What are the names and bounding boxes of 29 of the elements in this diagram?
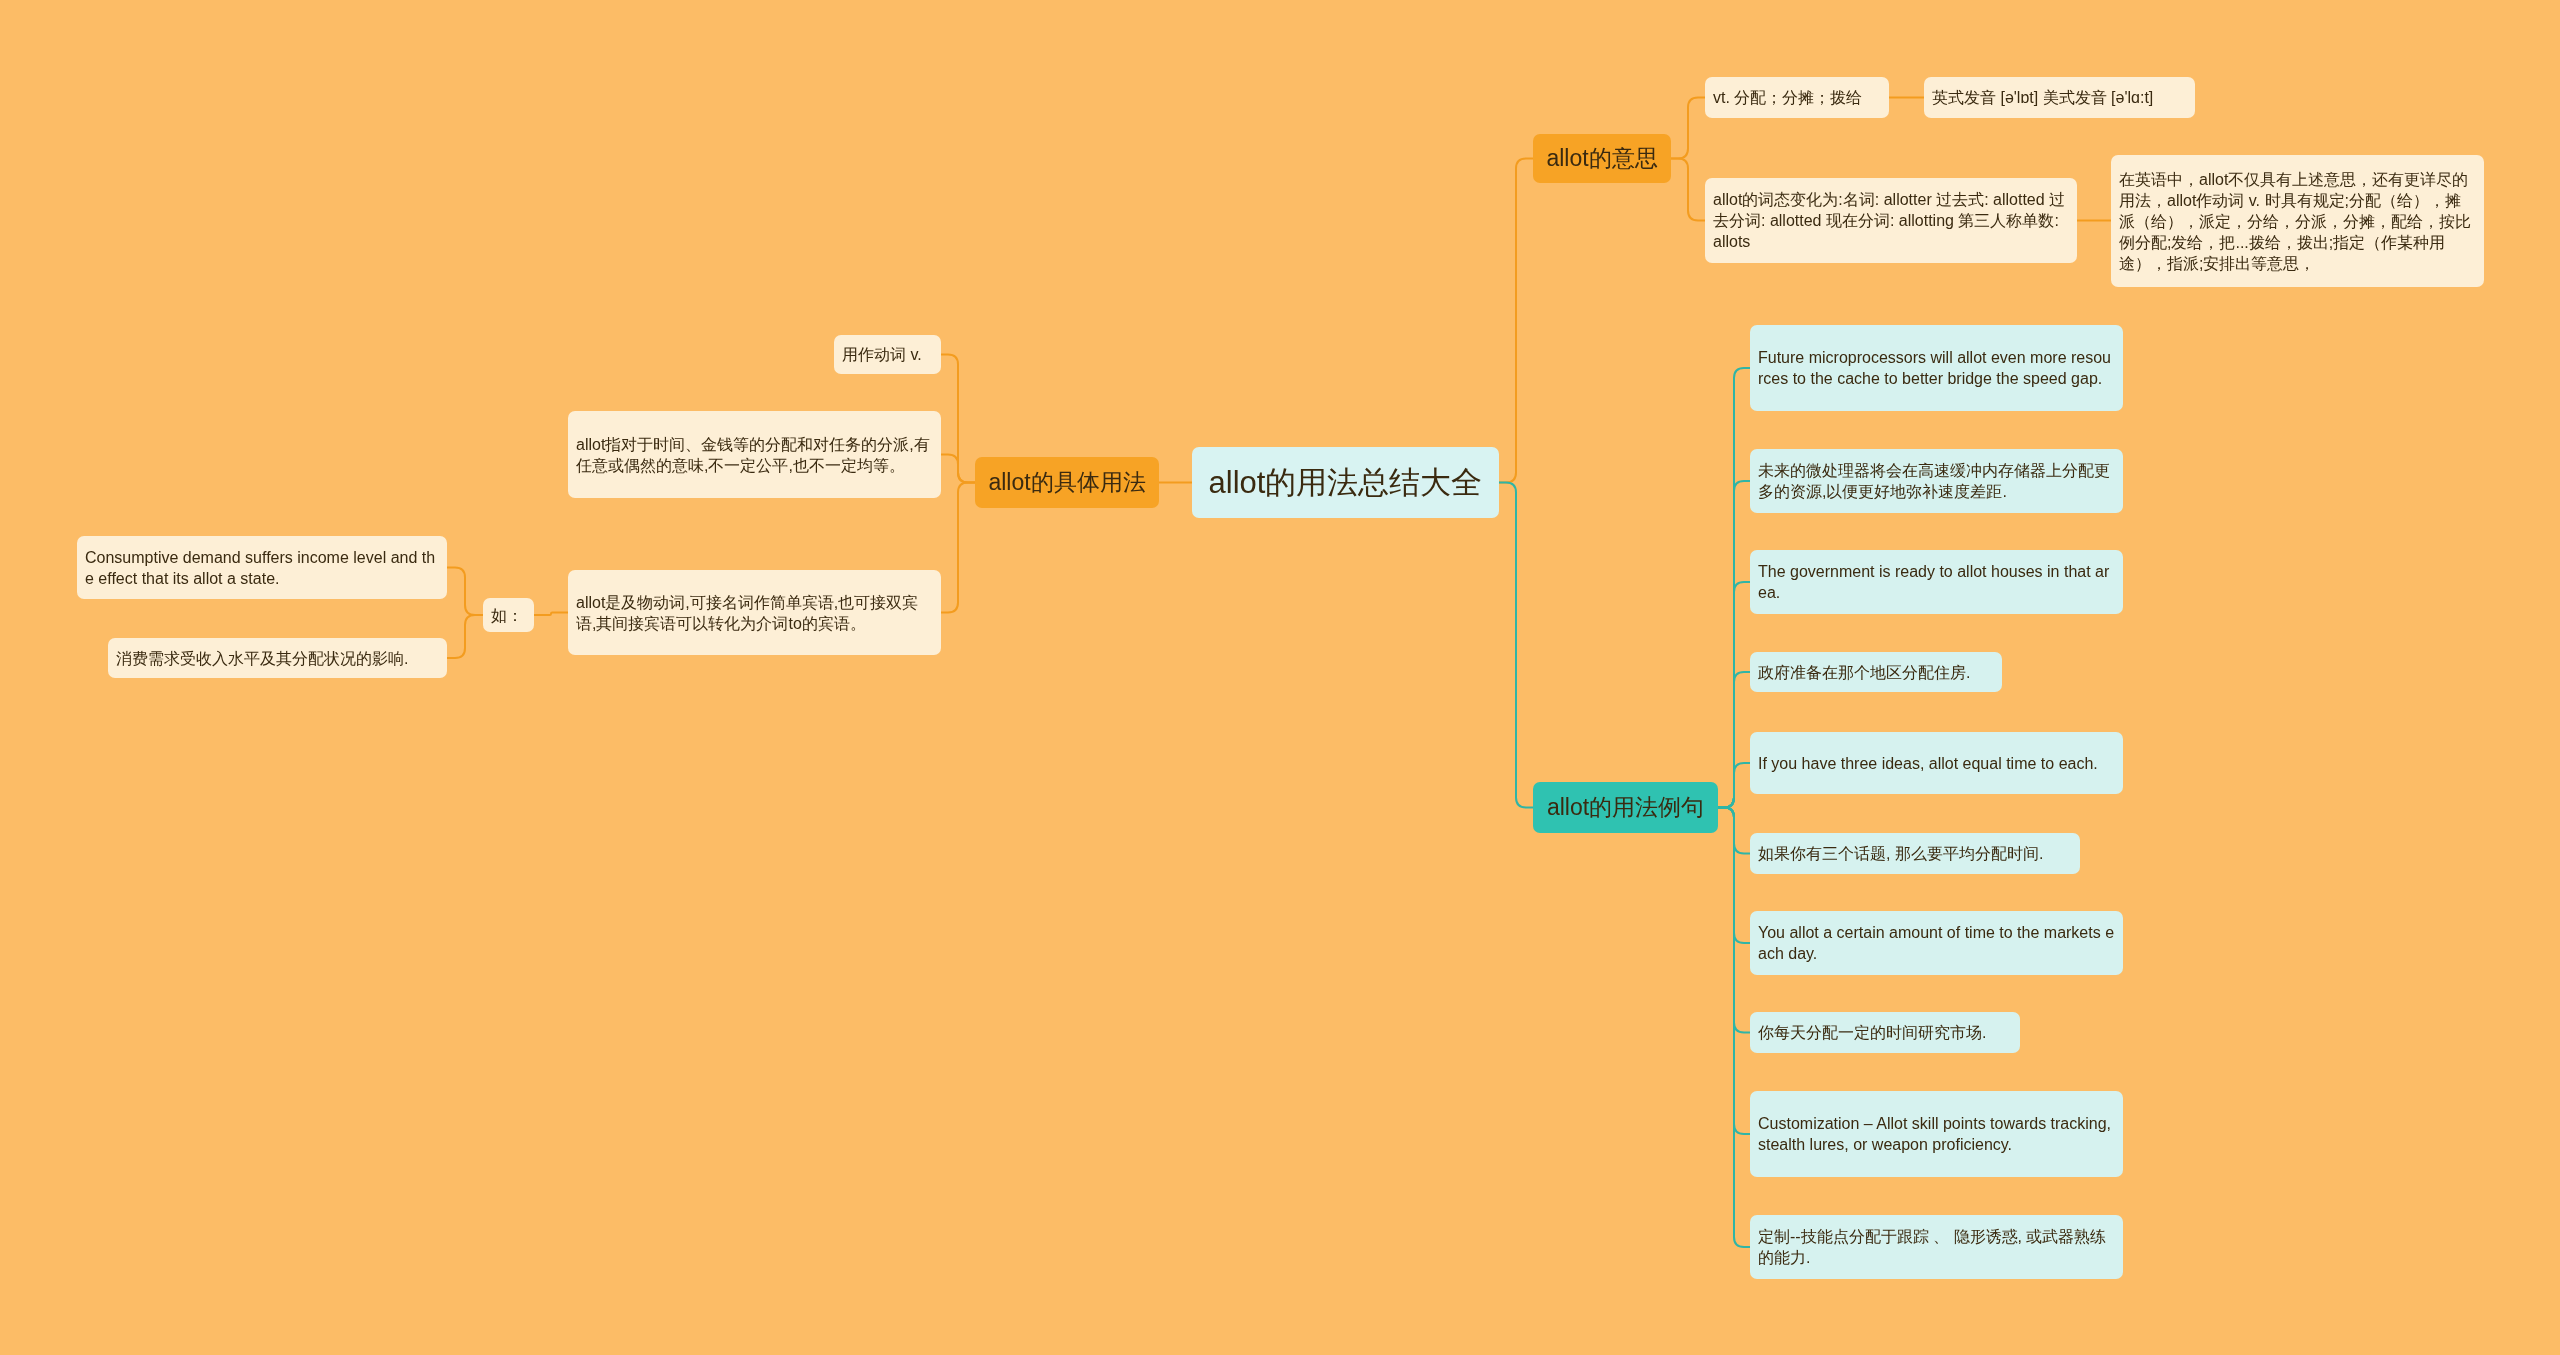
example-box: 未来的微处理器将会在高速缓冲内存储器上分配更多的资源,以便更好地弥补速度差距. xyxy=(1750,449,2123,513)
example-box: Customization – Allot skill points towards tracking, stealth lures, or weapon proficiency. xyxy=(1750,1091,2123,1177)
subtopic-box: allot是及物动词,可接名词作简单宾语,也可接双宾语,其间接宾语可以转化为介词to的宾语。 xyxy=(568,570,941,655)
example-box: The government is ready to allot houses in that area. xyxy=(1750,550,2123,614)
branch-topic: allot的用法例句 xyxy=(1533,782,1718,833)
connector xyxy=(1158,481,1193,484)
connector xyxy=(446,614,484,659)
subtopic-box: vt. 分配；分摊；拨给 xyxy=(1705,77,1889,118)
subtopic-box: 如： xyxy=(483,598,534,632)
branch-topic: allot的具体用法 xyxy=(975,457,1159,508)
example-box: 如果你有三个话题, 那么要平均分配时间. xyxy=(1750,833,2080,874)
example-box: If you have three ideas, allot equal time to each. xyxy=(1750,732,2123,794)
branch-topic: allot的意思 xyxy=(1533,134,1671,183)
subtopic-box: allot的词态变化为:名词: allotter 过去式: allotted 过去分词: allotted 现在分词: allotting 第三人称单数: allots xyxy=(1705,178,2077,263)
example-box: 政府准备在那个地区分配住房. xyxy=(1750,652,2002,692)
subtopic-box: 用作动词 v. xyxy=(834,335,941,374)
example-box: Future microprocessors will allot even more resources to the cache to better bridge the speed gap. xyxy=(1750,325,2123,411)
subtopic-box: 消费需求受收入水平及其分配状况的影响. xyxy=(108,638,447,678)
example-box: You allot a certain amount of time to the markets each day. xyxy=(1750,911,2123,975)
connector xyxy=(533,611,569,616)
connector xyxy=(1888,96,1925,99)
subtopic-box: 在英语中，allot不仅具有上述意思，还有更详尽的用法，allot作动词 v. 时具有规定;分配（给），摊派（给），派定，分给，分派，分摊，配给，按比例分配;发给，把...拨给，拨出;指定（作某种用途），指派;安排出等意思， xyxy=(2111,155,2484,287)
subtopic-box: Consumptive demand suffers income level and the effect that its allot a state. xyxy=(77,536,447,599)
example-box: 你每天分配一定的时间研究市场. xyxy=(1750,1012,2020,1053)
subtopic-box: 英式发音 [ə'lɒt] 美式发音 [ə'lɑ:t] xyxy=(1924,77,2195,118)
central-topic: allot的用法总结大全 xyxy=(1192,447,1499,518)
subtopic-box: allot指对于时间、金钱等的分配和对任务的分派,有任意或偶然的意味,不一定公平,也不一定均等。 xyxy=(568,411,941,498)
connector xyxy=(2076,219,2112,222)
example-box: 定制--技能点分配于跟踪 、 隐形诱惑, 或武器熟练的能力. xyxy=(1750,1215,2123,1279)
